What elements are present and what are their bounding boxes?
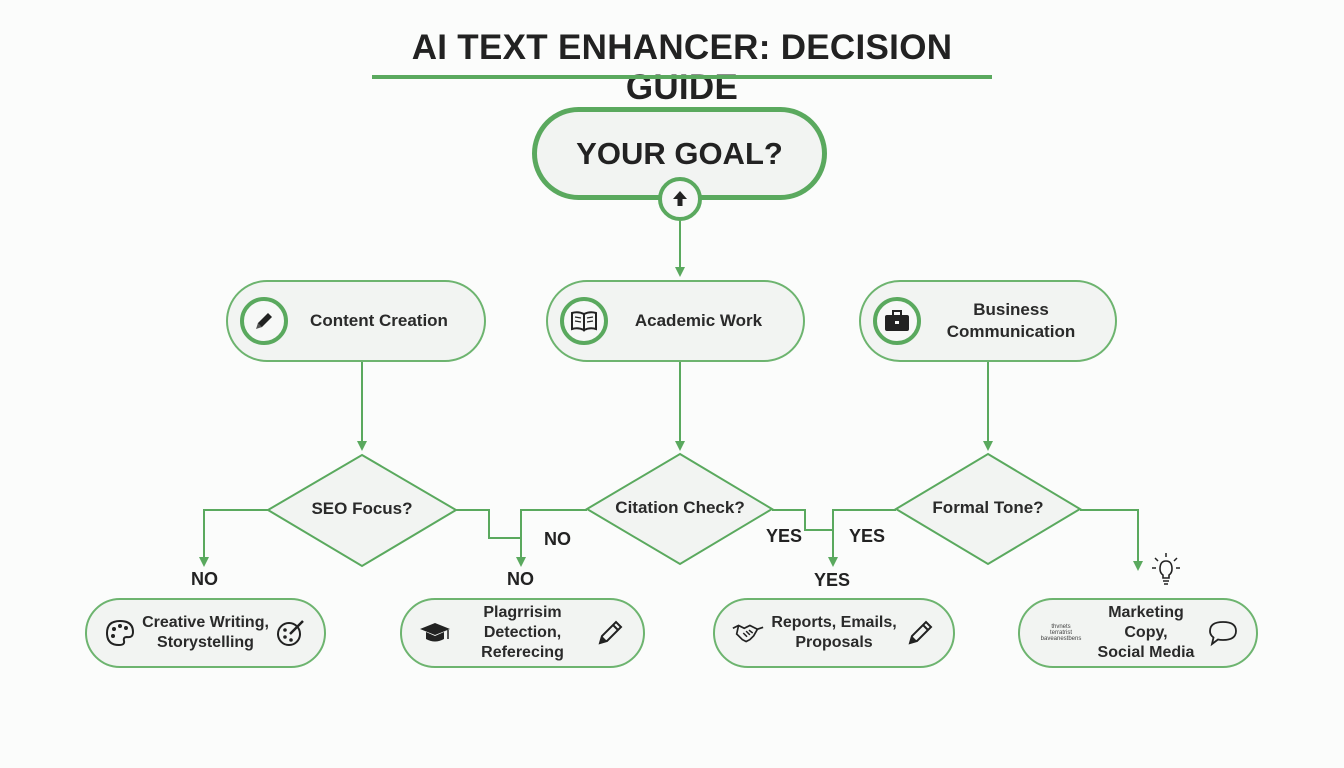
outcome-line1: Creative Writing, [142,614,269,631]
edge-label-yes: YES [814,570,851,590]
pen-icon [240,297,288,345]
outcome-label: Reports, Emails, Proposals [765,613,903,653]
category-label-line1: Business [973,300,1049,319]
page-title: AI TEXT ENHANCER: DECISION GUIDE [411,28,953,107]
outcome-label: Plagrrisim Detection, Referecing [452,603,593,663]
category-label-line2: Communication [946,322,1076,341]
text-snippet-icon: thvnets terratrist baveanestbens [1036,616,1086,650]
pencil-icon [903,616,937,650]
decision-diamond-citation [585,452,774,566]
edge-label-no: NO [544,529,571,549]
outcome-line2: Social Media [1097,644,1195,661]
outcome-line2: Referecing [481,644,564,661]
decision-label-formal: Formal Tone? [932,498,1044,517]
category-business-communication: Business Communication [859,280,1117,362]
category-content-creation: Content Creation [226,280,486,362]
decision-label-citation: Citation Check? [615,498,745,517]
category-label: Content Creation [310,311,448,330]
decision-label-seo: SEO Focus? [311,499,413,518]
speech-bubble-icon [1206,616,1240,650]
outcome-line2: Storystelling [157,634,254,651]
outcome-line1: Plagrrisim Detection, [483,604,562,641]
outcome-plagiarism-detection: Plagrrisim Detection, Referecing [400,598,645,668]
arrow-up-icon [658,177,702,221]
connector-seo-creative [199,509,268,567]
outcome-creative-writing: Creative Writing, Storystelling [85,598,326,668]
snippet-line: terratrist [1049,630,1072,636]
decision-diamond-seo [266,453,458,568]
outcome-line2: Proposals [795,634,873,651]
outcome-label: Marketing Copy, Social Media [1086,603,1206,663]
snippet-line: baveanestbens [1040,636,1082,642]
outcome-label: Creative Writing, Storystelling [137,613,274,653]
lightbulb-icon [1150,550,1182,586]
title-underline [372,75,992,79]
decision-diamond-formal [894,452,1082,566]
edge-label-yes: YES [849,526,886,546]
snippet-line: thvnets [1051,624,1071,630]
book-icon [560,297,608,345]
connector-seo-plagiarism [456,509,587,539]
outcome-line1: Marketing Copy, [1108,604,1184,641]
start-label: YOUR GOAL? [576,135,783,171]
palette-icon [103,616,137,650]
category-label: Academic Work [634,311,763,330]
category-label: Business Communication [921,299,1115,343]
paint-palette-brush-icon [274,616,308,650]
category-academic-work: Academic Work [546,280,805,362]
outcome-line1: Reports, Emails, [771,614,897,631]
start-node: YOUR GOAL? [532,107,827,200]
pencil-icon [593,616,627,650]
outcome-reports-emails: Reports, Emails, Proposals [713,598,955,668]
edge-label-no: NO [191,569,218,589]
edge-label-no: NO [507,569,534,589]
graduation-cap-icon [418,616,452,650]
edge-label-yes: YES [766,526,803,546]
outcome-marketing-copy: thvnets terratrist baveanestbens Marketi… [1018,598,1258,668]
handshake-icon [731,616,765,650]
briefcase-icon [873,297,921,345]
connector-citation-reports [772,509,896,531]
connector-formal-marketing [1080,509,1143,571]
